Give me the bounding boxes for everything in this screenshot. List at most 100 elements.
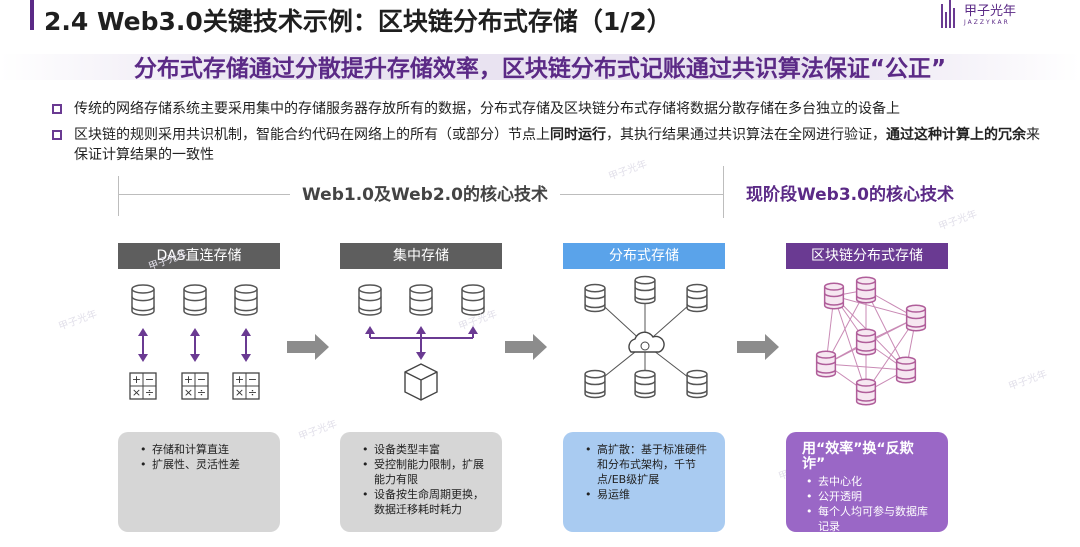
logo-text: 甲子光年 <box>964 3 1017 19</box>
database-icon <box>358 284 382 316</box>
section-divider-tick <box>723 166 724 218</box>
database-icon <box>855 328 877 356</box>
svg-text:÷: ÷ <box>248 386 257 399</box>
database-icon <box>686 283 708 313</box>
title-accent-bar <box>30 0 34 30</box>
calculator-icon: +−× ÷ <box>129 372 157 400</box>
brand-logo: 甲子光年 JAZZYKAR <box>940 0 1050 30</box>
database-icon <box>855 276 877 304</box>
database-icon <box>131 284 155 316</box>
page-title: 2.4 Web3.0关键技术示例：区块链分布式存储（1/2） <box>44 7 672 36</box>
square-bullet-icon <box>52 104 62 114</box>
watermark-logo: 甲子光年 <box>607 157 649 183</box>
watermark-logo: 甲子光年 <box>57 307 99 333</box>
arrowhead-up-icon <box>365 326 375 334</box>
bullet-2-bold-1: 同时运行 <box>550 127 606 143</box>
section-label-web3: 现阶段Web3.0的核心技术 <box>746 185 954 205</box>
flow-arrow-icon <box>505 334 547 360</box>
svg-text:÷: ÷ <box>197 386 206 399</box>
database-icon <box>686 369 708 399</box>
distributed-features-box: 高扩散：基于标准硬件和分布式架构，千节点/EB级扩展 易运维 <box>563 432 725 532</box>
bullet-2-part-c: 来保证计算结果的一致性 <box>74 127 1040 163</box>
section-divider-tick <box>118 176 119 216</box>
database-icon <box>234 284 258 316</box>
database-icon <box>895 356 917 384</box>
das-point-2: 扩展性、灵活性差 <box>140 457 268 472</box>
bullet-1-text: 传统的网络存储系统主要采用集中的存储服务器存放所有的数据，分布式存储及区块链分布… <box>74 101 900 117</box>
central-features-box: 设备类型丰富 受控制能力限制，扩展能力有限 设备按生命周期更换，数据迁移耗时耗力 <box>340 432 502 532</box>
flow-arrow-icon <box>287 334 329 360</box>
arrowhead-down-icon <box>138 354 148 362</box>
box-icon-edges <box>404 371 438 400</box>
database-icon <box>461 284 485 316</box>
arrowhead-up-icon <box>190 328 200 336</box>
watermark-logo: 甲子光年 <box>297 417 339 443</box>
svg-text:×: × <box>184 386 193 399</box>
bullet-2-part-a: 区块链的规则采用共识机制，智能合约代码在网络上的所有（或部分）节点上 <box>74 127 550 143</box>
bullet-2: 区块链的规则采用共识机制，智能合约代码在网络上的所有（或部分）节点上同时运行，其… <box>52 125 1042 165</box>
bullet-1: 传统的网络存储系统主要采用集中的存储服务器存放所有的数据，分布式存储及区块链分布… <box>52 99 1042 119</box>
chain-edge <box>865 289 907 371</box>
sync-circle-icon <box>640 341 650 351</box>
blockchain-point-1: 去中心化 <box>806 474 936 489</box>
database-icon <box>584 283 606 313</box>
svg-text:+: + <box>184 373 193 386</box>
chain-edge <box>865 317 917 393</box>
svg-text:×: × <box>132 386 141 399</box>
database-icon <box>634 369 656 399</box>
watermark-logo: 甲子光年 <box>147 247 189 273</box>
calculator-icon: +−× ÷ <box>232 372 260 400</box>
arrowhead-up-icon <box>138 328 148 336</box>
distributed-point-2: 易运维 <box>585 487 713 502</box>
central-point-2: 受控制能力限制，扩展能力有限 <box>362 457 490 487</box>
section-label-web12: Web1.0及Web2.0的核心技术 <box>290 180 560 205</box>
arrowhead-down-icon <box>190 354 200 362</box>
database-icon <box>634 275 656 305</box>
bullet-2-part-b: ，其执行结果通过共识算法在全网进行验证， <box>606 127 886 143</box>
subtitle: 分布式存储通过分散提升存储效率，区块链分布式记账通过共识算法保证“公正” <box>133 56 947 82</box>
square-bullet-icon <box>52 130 62 140</box>
database-icon <box>855 378 877 406</box>
das-point-1: 存储和计算直连 <box>140 442 268 457</box>
arrowhead-up-icon <box>468 326 478 334</box>
arrowhead-down-icon <box>241 354 251 362</box>
svg-text:÷: ÷ <box>145 386 154 399</box>
blockchain-features-box: 用“效率”换“反欺诈” 去中心化 公开透明 每个人均可参与数据库记录 <box>786 432 948 534</box>
central-point-1: 设备类型丰富 <box>362 442 490 457</box>
flow-arrow-icon <box>737 334 779 360</box>
calculator-icon: +−× ÷ <box>181 372 209 400</box>
central-point-3: 设备按生命周期更换，数据迁移耗时耗力 <box>362 487 490 517</box>
watermark-logo: 甲子光年 <box>1007 367 1049 393</box>
arrowhead-up-icon <box>241 328 251 336</box>
svg-text:−: − <box>145 373 154 386</box>
column-head-das: DAS直连存储 <box>118 243 280 269</box>
database-icon <box>409 284 433 316</box>
column-head-distributed: 分布式存储 <box>563 243 725 269</box>
subtitle-band <box>0 54 1080 80</box>
svg-text:+: + <box>235 373 244 386</box>
distributed-point-1: 高扩散：基于标准硬件和分布式架构，千节点/EB级扩展 <box>585 442 713 487</box>
blockchain-point-3: 每个人均可参与数据库记录 <box>806 504 936 534</box>
database-icon <box>584 369 606 399</box>
watermark-logo: 甲子光年 <box>937 207 979 233</box>
bullet-2-text: 区块链的规则采用共识机制，智能合约代码在网络上的所有（或部分）节点上同时运行，其… <box>74 125 1042 165</box>
arrowhead-up-icon <box>416 326 426 334</box>
arrowhead-down-icon <box>416 352 426 360</box>
database-icon <box>815 350 837 378</box>
database-icon <box>183 284 207 316</box>
logo-subtext: JAZZYKAR <box>964 18 1010 26</box>
blockchain-box-title: 用“效率”换“反欺诈” <box>802 441 914 472</box>
bullet-2-bold-2: 通过这种计算上的冗余 <box>886 127 1026 143</box>
logo-mark-icon <box>940 0 958 30</box>
blockchain-point-2: 公开透明 <box>806 489 936 504</box>
column-head-central: 集中存储 <box>340 243 502 269</box>
chain-edge <box>833 295 867 393</box>
database-icon <box>905 304 927 332</box>
svg-text:−: − <box>248 373 257 386</box>
column-head-blockchain: 区块链分布式存储 <box>786 243 948 269</box>
svg-text:−: − <box>197 373 206 386</box>
svg-text:×: × <box>235 386 244 399</box>
svg-text:+: + <box>132 373 141 386</box>
das-features-box: 存储和计算直连 扩展性、灵活性差 <box>118 432 280 532</box>
